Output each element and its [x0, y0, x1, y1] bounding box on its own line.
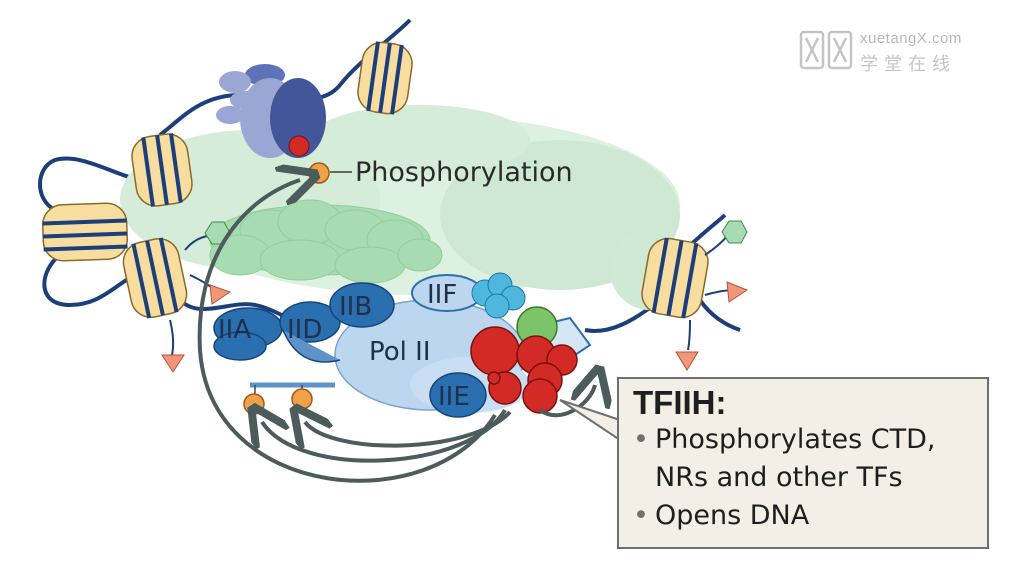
- nucleosome-1: [357, 41, 413, 115]
- phospho-group-top: [308, 162, 330, 184]
- watermark-brand-cn: 学堂在线: [860, 54, 956, 75]
- pol2-label: Pol II: [369, 337, 430, 367]
- callout-pointer: [559, 399, 621, 442]
- histone-marks: [169, 234, 736, 356]
- iia-label: IIA: [218, 315, 251, 345]
- triangle-mark-4: [675, 351, 699, 371]
- triangle-mark-2: [161, 354, 185, 373]
- activator-complex: [216, 64, 326, 158]
- bullet-icon: •: [633, 500, 649, 531]
- callout-item-1: • Phosphorylates CTD,: [633, 421, 973, 459]
- nucleosome-5: [641, 237, 709, 319]
- phospho-group-1: [243, 393, 265, 415]
- callout-item-1-text: Phosphorylates CTD,: [655, 424, 936, 455]
- callout-item-2: • Opens DNA: [633, 497, 973, 535]
- coactivator-cluster: [209, 199, 443, 284]
- factor-iia: [213, 307, 283, 361]
- triangle-mark-3: [726, 281, 749, 303]
- factor-iib: [329, 282, 395, 328]
- callout-title: TFIIH:: [633, 384, 727, 421]
- hexagon-mark-2: [721, 220, 748, 244]
- ctd-tail: [243, 382, 335, 415]
- tfiih-callout: TFIIH: • Phosphorylates CTD, NRs and oth…: [617, 377, 989, 549]
- phospho-group-2: [291, 388, 313, 410]
- phosphorylation-label: Phosphorylation: [355, 157, 573, 188]
- callout-item-2-text: Opens DNA: [655, 500, 810, 531]
- nucleosome-4: [122, 237, 188, 319]
- nucleosome-3: [41, 202, 129, 262]
- nucleosome-2: [131, 133, 193, 207]
- iie-label: IIE: [438, 382, 470, 412]
- tfiih-complex: [470, 306, 578, 414]
- book-logo-icon: [799, 30, 853, 70]
- callout-item-1-cont: NRs and other TFs: [655, 462, 903, 493]
- triangle-mark-1: [209, 284, 232, 305]
- bullet-icon: •: [633, 424, 649, 455]
- iid-label: IID: [287, 315, 322, 345]
- phosphorylation-arrows: [197, 180, 595, 483]
- factor-iif: [411, 272, 526, 319]
- iib-label: IIB: [339, 292, 372, 322]
- watermark-brand-en: xuetangX.com: [860, 30, 962, 47]
- xuetangx-watermark: xuetangX.com 学堂在线: [798, 24, 988, 76]
- factor-iie: [429, 372, 487, 418]
- iif-label: IIF: [427, 280, 457, 310]
- factor-iid: [279, 301, 341, 363]
